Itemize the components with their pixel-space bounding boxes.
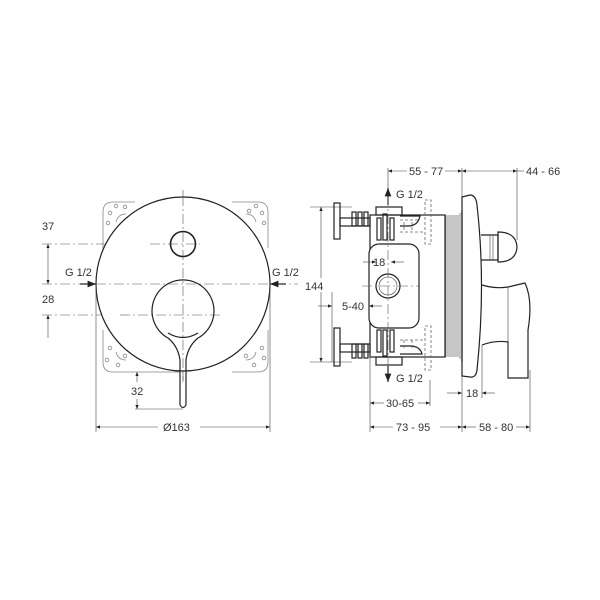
dim-73-95-label: 73 - 95 bbox=[396, 422, 430, 434]
dim-28-label: 28 bbox=[42, 294, 54, 306]
diameter-label: Ø163 bbox=[163, 422, 190, 434]
inlet-right-label: G 1/2 bbox=[272, 267, 299, 279]
dim-37-label: 37 bbox=[42, 221, 54, 233]
mounting-bracket-icon bbox=[102, 201, 269, 373]
dim-58-80-label: 58 - 80 bbox=[479, 422, 513, 434]
outlet-top-label: G 1/2 bbox=[396, 189, 423, 201]
mixer-lever bbox=[151, 279, 215, 409]
dim-30-65-label: 30-65 bbox=[386, 398, 414, 410]
rosette-side bbox=[461, 194, 483, 378]
dim-144-label: 144 bbox=[305, 281, 323, 293]
dim-5-40-label: 5-40 bbox=[342, 301, 364, 313]
front-view: 37 28 G 1/2 G 1/2 32 Ø163 bbox=[42, 190, 299, 434]
outlet-bottom-label: G 1/2 bbox=[396, 373, 423, 385]
inlet-left-label: G 1/2 bbox=[65, 267, 92, 279]
stop-valve-top bbox=[333, 199, 432, 245]
thread-lines bbox=[445, 213, 461, 359]
diverter-knob-side bbox=[481, 234, 499, 261]
dim-32-label: 32 bbox=[131, 386, 143, 398]
dim-18-lever-label: 18 bbox=[466, 388, 478, 400]
side-view: 55 - 77 44 - 66 G 1/2 bbox=[305, 166, 560, 434]
lever-side bbox=[481, 282, 531, 379]
diverter-knob bbox=[169, 230, 197, 258]
stop-valve-bottom bbox=[333, 325, 432, 371]
dim-44-66-label: 44 - 66 bbox=[526, 166, 560, 178]
dim-55-77-label: 55 - 77 bbox=[409, 166, 443, 178]
dim-18-inner-label: 18 bbox=[373, 257, 385, 269]
